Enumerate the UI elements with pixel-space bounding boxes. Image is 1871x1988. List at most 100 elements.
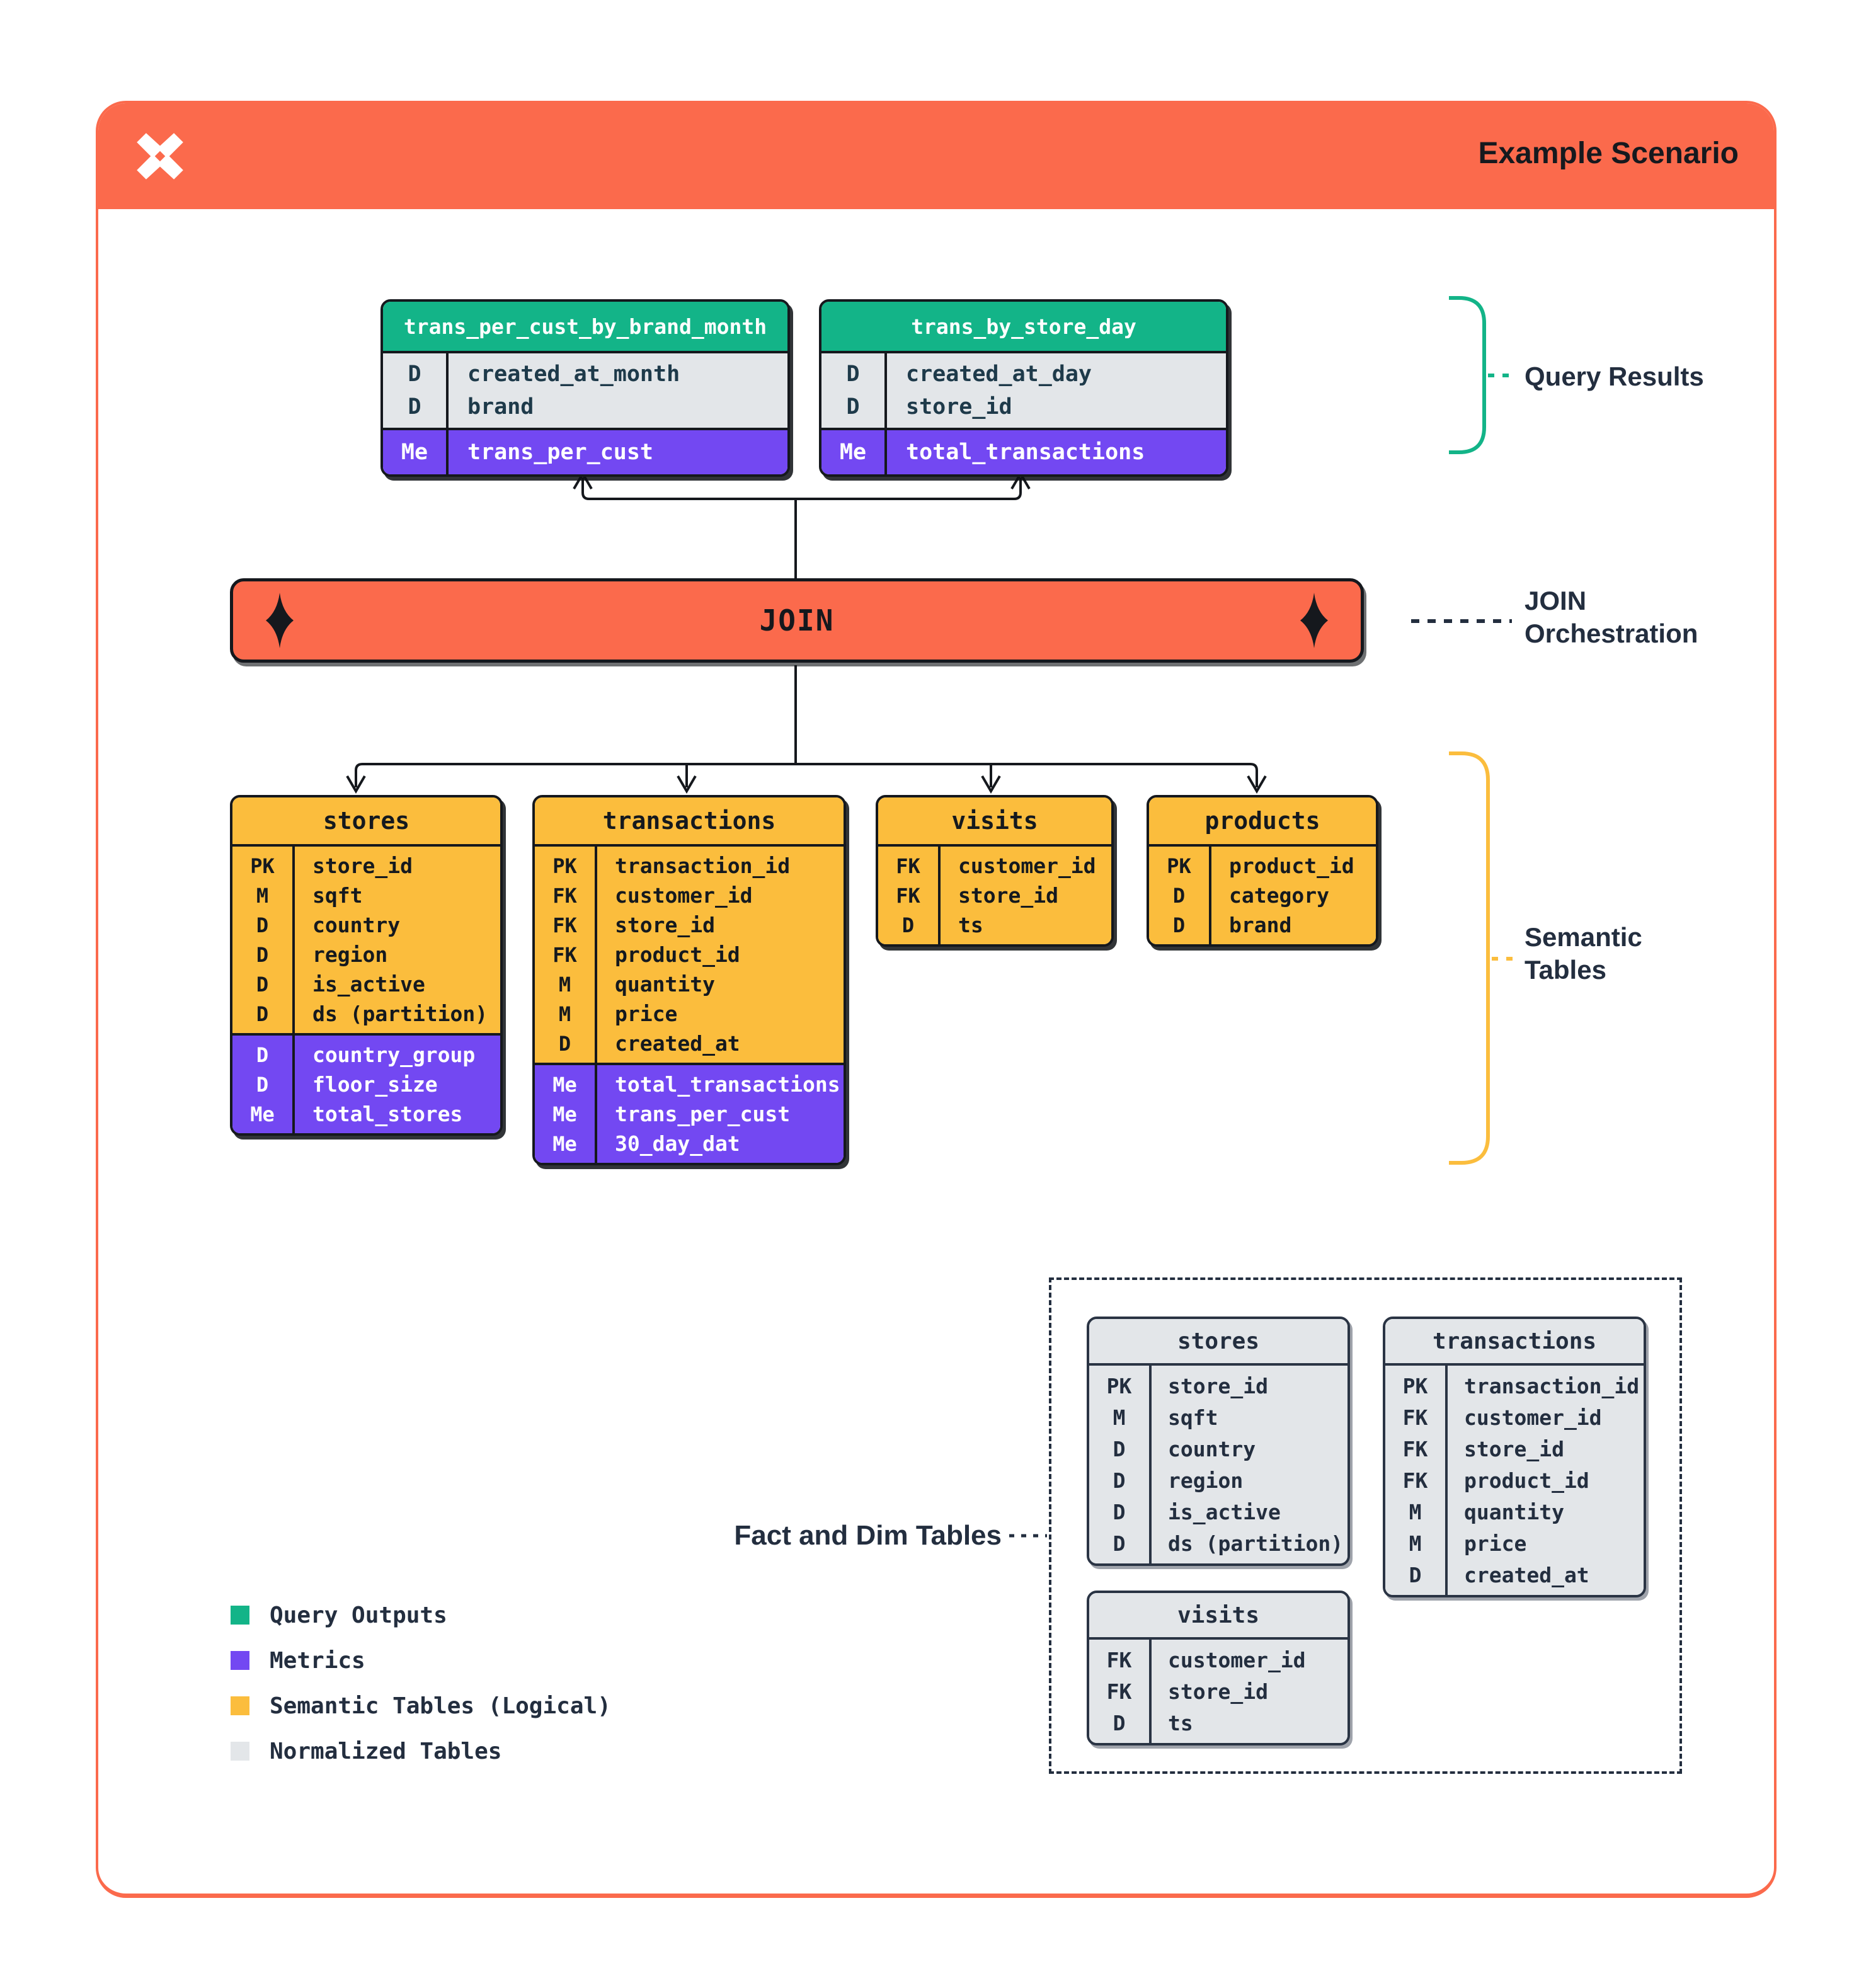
- field-name: store_id: [906, 394, 1012, 420]
- field-key: D: [1113, 1436, 1126, 1461]
- field-name: price: [615, 1002, 678, 1026]
- field-name: created_at: [615, 1031, 740, 1056]
- field-key: M: [558, 972, 571, 997]
- legend-item: Query Outputs: [231, 1592, 611, 1638]
- field-key: FK: [552, 942, 577, 967]
- field-name: transaction_id: [1464, 1373, 1640, 1398]
- field-name: customer_id: [958, 854, 1096, 878]
- table-section-derived: Me total_transactions: [821, 428, 1226, 474]
- field-key: D: [256, 913, 269, 937]
- field-name: ds (partition): [1168, 1531, 1344, 1556]
- field-name: store_id: [1464, 1436, 1564, 1461]
- field-key: D: [1113, 1499, 1126, 1524]
- field-key: M: [256, 883, 269, 908]
- field-key: D: [558, 1031, 571, 1056]
- legend-item: Normalized Tables: [231, 1728, 611, 1774]
- field-name: total_transactions: [906, 440, 1145, 465]
- field-key: D: [1409, 1562, 1422, 1587]
- field-key: Me: [552, 1131, 577, 1156]
- field-name: created_at: [1464, 1562, 1589, 1587]
- field-name: store_id: [1168, 1679, 1268, 1704]
- field-name: store_id: [312, 854, 413, 878]
- field-key: M: [1113, 1405, 1126, 1430]
- field-name: is_active: [312, 972, 425, 997]
- field-name: product_id: [1229, 854, 1354, 878]
- table-title: stores: [232, 797, 500, 847]
- semantic-tables-label-line2: Tables: [1525, 955, 1606, 985]
- join-orchestration-label-line2: Orchestration: [1525, 619, 1698, 648]
- table-title: transactions: [1385, 1319, 1644, 1366]
- field-name: customer_id: [615, 883, 753, 908]
- legend-label: Query Outputs: [270, 1602, 447, 1628]
- field-key: D: [846, 362, 860, 387]
- field-name: trans_per_cust: [467, 440, 654, 465]
- field-key: FK: [552, 883, 577, 908]
- table-title: transactions: [535, 797, 844, 847]
- page-title: Example Scenario: [1478, 137, 1739, 170]
- field-key: D: [256, 942, 269, 967]
- table-title: trans_per_cust_by_brand_month: [383, 302, 787, 353]
- field-key: FK: [896, 854, 920, 878]
- legend-swatch: [231, 1651, 249, 1670]
- field-name: ds (partition): [312, 1002, 488, 1026]
- field-name: created_at_month: [467, 362, 680, 387]
- field-key: Me: [250, 1102, 275, 1126]
- fact-dim-dashed-box: [1049, 1277, 1682, 1774]
- field-key: FK: [896, 883, 920, 908]
- sparkle-diamond-icon: [1300, 593, 1328, 648]
- table-title: products: [1149, 797, 1376, 847]
- field-key: PK: [1402, 1373, 1428, 1398]
- table-title: stores: [1089, 1319, 1347, 1366]
- field-key: D: [1113, 1710, 1126, 1735]
- field-key: D: [1172, 913, 1186, 937]
- field-key: D: [408, 362, 421, 387]
- field-name: country_group: [312, 1043, 476, 1067]
- legend-item: Metrics: [231, 1638, 611, 1683]
- field-name: 30_day_dat: [615, 1131, 740, 1156]
- legend-swatch: [231, 1606, 249, 1625]
- field-key: M: [1409, 1531, 1422, 1556]
- field-key: D: [256, 972, 269, 997]
- field-name: store_id: [958, 883, 1058, 908]
- field-name: category: [1229, 883, 1329, 908]
- field-key: Me: [839, 440, 867, 465]
- field-key: D: [901, 913, 915, 937]
- field-key: FK: [1106, 1679, 1132, 1704]
- table-title: visits: [878, 797, 1111, 847]
- field-name: product_id: [1464, 1468, 1589, 1493]
- table-title: trans_by_store_day: [821, 302, 1226, 353]
- field-key: D: [408, 394, 421, 420]
- field-name: created_at_day: [906, 362, 1092, 387]
- field-name: country: [312, 913, 401, 937]
- legend-item: Semantic Tables (Logical): [231, 1683, 611, 1728]
- semantic-tables-label-line1: Semantic: [1525, 922, 1642, 952]
- field-name: ts: [958, 913, 983, 937]
- field-name: quantity: [1464, 1499, 1564, 1524]
- join-bar: JOIN: [230, 578, 1364, 663]
- join-label: JOIN: [759, 603, 835, 637]
- join-orchestration-label-line1: JOIN: [1525, 586, 1587, 615]
- field-key: Me: [552, 1102, 577, 1126]
- field-name: store_id: [615, 913, 715, 937]
- legend-label: Normalized Tables: [270, 1738, 502, 1764]
- field-key: D: [256, 1072, 269, 1097]
- legend-swatch: [231, 1742, 249, 1761]
- field-name: region: [312, 942, 388, 967]
- field-name: ts: [1168, 1710, 1193, 1735]
- field-key: PK: [250, 854, 275, 878]
- field-key: PK: [552, 854, 577, 878]
